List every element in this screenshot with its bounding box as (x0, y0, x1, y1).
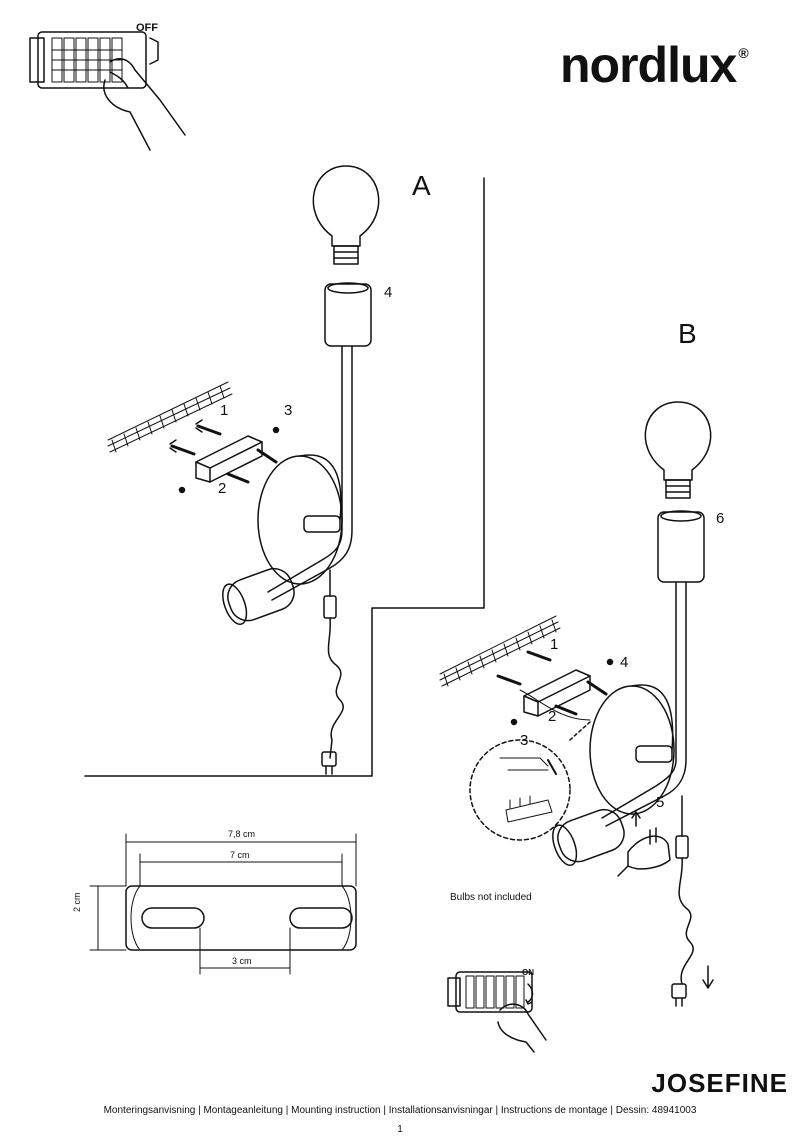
brand-name: nordlux (560, 37, 737, 93)
mounting-bracket-b-illustration (496, 650, 614, 726)
part-b-6: 6 (716, 510, 725, 527)
part-b-4: 4 (620, 654, 629, 671)
part-b-5: 5 (656, 794, 665, 811)
off-label: OFF (136, 22, 158, 34)
dimension-height: 2 cm (72, 892, 82, 912)
bulb-b-illustration (644, 401, 712, 499)
bracket-dimension-drawing (89, 833, 357, 975)
registered-mark: ® (738, 45, 748, 61)
socket-a-illustration (267, 282, 372, 601)
section-b-label: B (678, 318, 697, 349)
section-a-frame (84, 177, 485, 777)
cord-switch-b-illustration (671, 795, 714, 1007)
fuse-box-off-illustration (29, 31, 186, 151)
product-name: JOSEFINE (651, 1068, 788, 1098)
dimension-inner: 7 cm (230, 850, 250, 860)
socket-b-illustration (601, 510, 705, 827)
wall-hatch-a-illustration (107, 381, 233, 453)
part-b-3: 3 (520, 732, 529, 749)
cord-switch-a-illustration (321, 569, 344, 775)
part-a-3: 3 (284, 402, 293, 419)
dimension-hole-spacing: 3 cm (232, 956, 252, 966)
wall-plate-b-illustration (552, 684, 675, 867)
footer-text: Monteringsanvisning | Montageanleitung |… (103, 1105, 697, 1116)
part-a-1: 1 (220, 402, 229, 419)
fuse-box-on-illustration (447, 971, 547, 1053)
hand-illustration (617, 811, 671, 877)
bulbs-note: Bulbs not included (450, 892, 532, 903)
part-a-4: 4 (384, 284, 393, 301)
bulb-a-illustration (312, 165, 380, 265)
wiring-detail-circle (469, 721, 591, 841)
on-label: ON (522, 968, 534, 977)
section-a-label: A (412, 170, 431, 201)
wall-hatch-b-illustration (439, 615, 561, 687)
part-a-2: 2 (218, 480, 227, 497)
brand-logo: nordlux® (560, 37, 749, 93)
wall-plate-a-illustration (222, 454, 343, 626)
part-b-1: 1 (550, 636, 559, 653)
mounting-bracket-a-illustration (169, 419, 280, 494)
part-b-2: 2 (548, 708, 557, 725)
dimension-outer: 7,8 cm (228, 829, 256, 839)
page-number: 1 (397, 1124, 403, 1135)
